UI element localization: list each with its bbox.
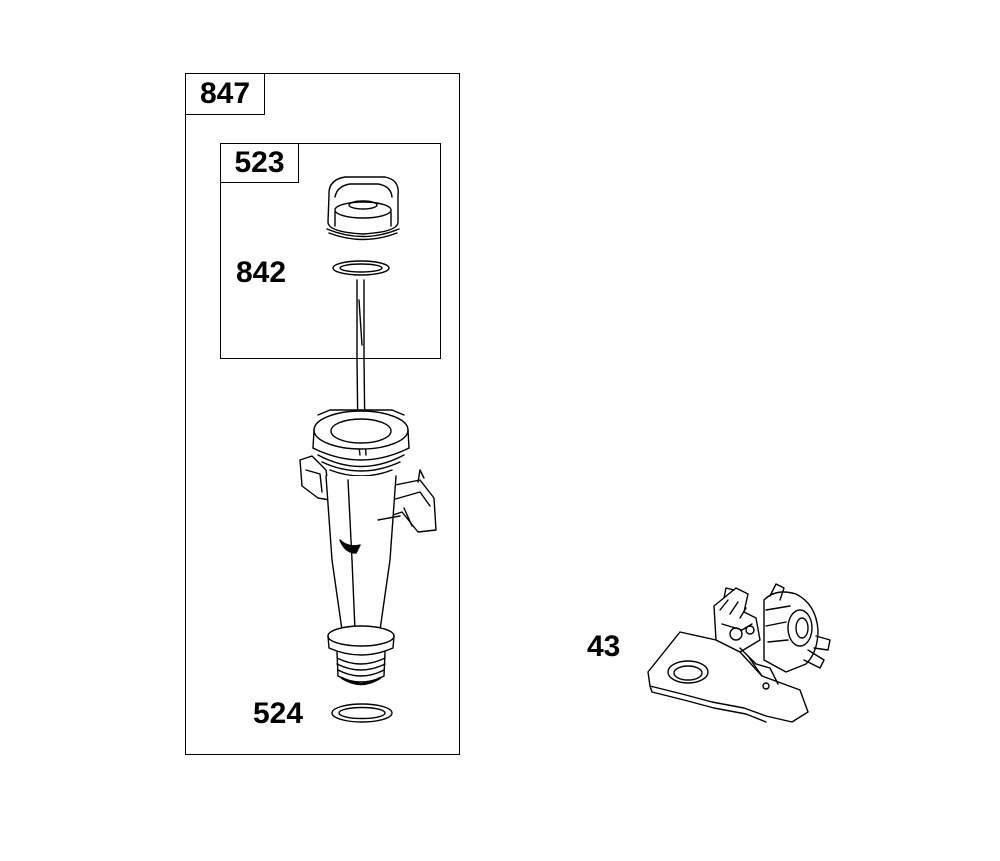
seal-ring bbox=[332, 260, 390, 276]
bracket-assembly bbox=[647, 583, 831, 723]
part-43-label: 43 bbox=[587, 630, 621, 663]
dipstick-tube bbox=[299, 409, 437, 686]
dipstick-cap bbox=[326, 176, 400, 241]
part-524-label: 524 bbox=[253, 697, 304, 730]
part-842-label: 842 bbox=[236, 256, 287, 289]
kit-847-label: 847 bbox=[185, 73, 265, 115]
kit-847-frame bbox=[185, 73, 460, 755]
kit-523-label: 523 bbox=[220, 143, 299, 183]
tube-oring bbox=[331, 703, 393, 723]
kit-523-frame bbox=[220, 143, 441, 359]
